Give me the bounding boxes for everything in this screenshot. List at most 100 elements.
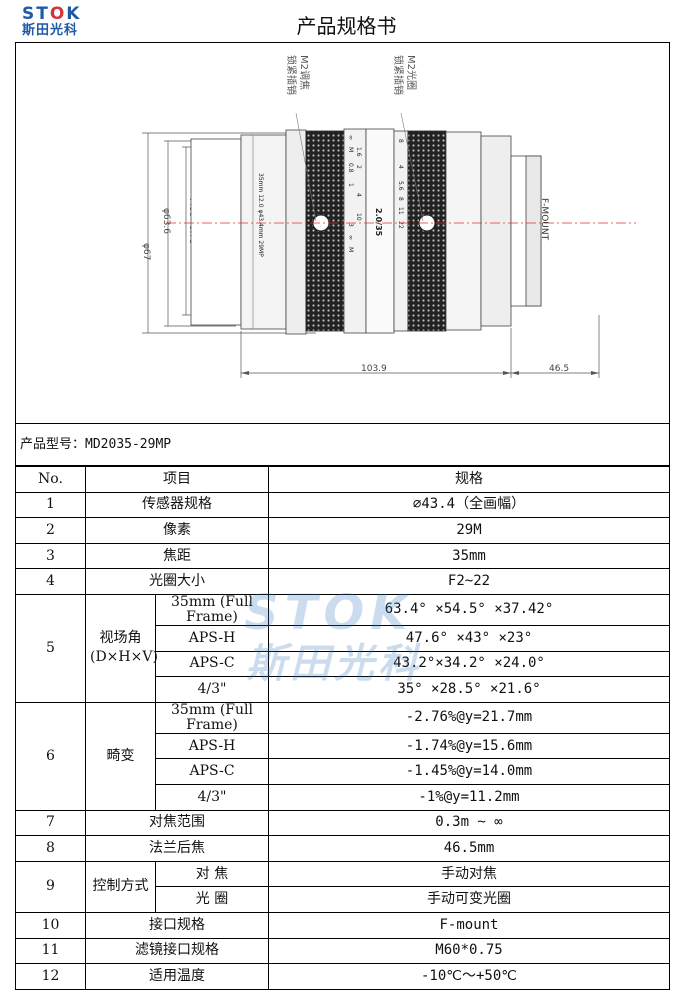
row-spec: ∅43.4（全画幅） [268, 491, 670, 519]
drawing-frame: φ67 φ63.6 M60×0.75 [15, 42, 670, 466]
row-spec: -1.45%@y=14.0mm [268, 758, 670, 785]
row-item: 传感器规格 [85, 491, 269, 519]
row-spec: 手动对焦 [268, 860, 670, 888]
row-spec: F2~22 [268, 568, 670, 595]
row-no: 4 [15, 568, 86, 595]
dim-1039-label: 103.9 [361, 364, 387, 374]
iris-scale: 8 4 5.6 8 11 22 [397, 139, 404, 229]
m2-iris-sublabel: 锁紧插销 [392, 55, 405, 95]
table-row: 8 法兰后焦 46.5mm [15, 835, 670, 862]
row-sub: APS-C [155, 650, 269, 678]
row-no: 8 [15, 835, 86, 862]
row-no: 1 [15, 491, 86, 519]
table-row: 5 视场角(D×H×V) 35mm (Full Frame) 63.4° ×54… [15, 593, 670, 703]
table-row: APS-C 43.2°×34.2° ×24.0° [16, 650, 670, 678]
header-spec: 规格 [268, 466, 670, 493]
row-item: 接口规格 [85, 911, 269, 939]
header-item: 项目 [85, 466, 269, 493]
m2-focus-label: M2调焦 [298, 55, 311, 90]
focus-scale-5: ∞ [347, 235, 354, 240]
row-sub: 光 圈 [155, 886, 269, 913]
row-item: 法兰后焦 [85, 835, 269, 862]
row-spec: 46.5mm [268, 835, 670, 862]
row-item: 像素 [85, 517, 269, 544]
focus-scale-1: M [347, 147, 354, 152]
table-row: 2 像素 29M [15, 517, 670, 544]
focus-scale-ft-0: 1.6 [355, 147, 362, 157]
table-row: APS-H 47.6° ×43° ×23° [16, 624, 670, 652]
focus-scale: ∞ M 0.8 1 3 ∞ M 1.6 2 4 10 [347, 135, 362, 252]
row-spec: -1.74%@y=15.6mm [268, 732, 670, 760]
table-row: 3 焦距 35mm [15, 542, 670, 570]
aperture-label: 2.0/35 [374, 208, 383, 237]
logo-wordmark: STOK [22, 4, 82, 24]
table-row: 1 传感器规格 ∅43.4（全画幅） [15, 491, 670, 519]
table-row: APS-H -1.74%@y=15.6mm [16, 732, 670, 760]
row-no: 11 [15, 937, 86, 965]
row-spec: M60*0.75 [268, 937, 670, 965]
row-sub: 4/3" [155, 783, 269, 811]
row-sub: APS-H [155, 732, 269, 760]
row-item: 光圈大小 [85, 568, 269, 595]
focus-scale-ft-2: 4 [355, 193, 362, 197]
row-item: 滤镜接口规格 [85, 937, 269, 965]
row-no: 10 [15, 911, 86, 939]
table-row: 4/3" -1%@y=11.2mm [16, 783, 670, 811]
iris-scale-4: 11 [397, 207, 404, 215]
row-spec: -1%@y=11.2mm [268, 783, 670, 811]
iris-scale-5: 22 [397, 221, 404, 229]
dim-67-label: φ67 [141, 243, 151, 260]
row-spec: -10℃～+50℃ [268, 963, 670, 990]
dim-636-label: φ63.6 [161, 208, 171, 234]
company-logo: STOK 斯田光科 [22, 6, 88, 42]
model-label: 产品型号： [20, 437, 86, 452]
focus-scale-6: M [347, 247, 354, 252]
iris-scale-1: 4 [397, 165, 404, 169]
row-sub: APS-C [155, 758, 269, 785]
focus-scale-3: 1 [347, 183, 354, 187]
lens-technical-drawing: φ67 φ63.6 M60×0.75 [16, 43, 669, 424]
row-no: 2 [15, 517, 86, 544]
table-row: 10 接口规格 F-mount [15, 911, 670, 939]
row-no: 7 [15, 809, 86, 837]
table-row: 4/3" 35° ×28.5° ×21.6° [16, 676, 670, 703]
row-no: 12 [15, 963, 86, 990]
iris-scale-0: 8 [397, 139, 404, 143]
iris-scale-2: 5.6 [397, 181, 404, 191]
m2-iris-label: M2光圈 [405, 55, 418, 90]
focus-scale-ft-1: 2 [355, 165, 362, 169]
row-item: 视场角(D×H×V) [85, 593, 158, 703]
barrel-spec-text: 35mm 12.0 φ43.4mm 29MP [257, 173, 264, 257]
row-item: 焦距 [85, 542, 269, 570]
spec-table: No. 项目 规格 1 传感器规格 ∅43.4（全画幅） 2 像素 29M 3 … [15, 466, 670, 990]
lens-drawing-svg: φ67 φ63.6 M60×0.75 [141, 55, 636, 378]
table-header-row: No. 项目 规格 [15, 466, 670, 493]
header-no: No. [15, 466, 86, 493]
logo-chinese-name: 斯田光科 [22, 23, 79, 38]
row-sub: APS-H [155, 624, 269, 652]
row-no: 5 [15, 593, 86, 703]
row-no: 9 [15, 860, 86, 913]
row-spec: 47.6° ×43° ×23° [268, 624, 670, 652]
focus-scale-ft-3: 10 [355, 213, 362, 221]
row-sub: 4/3" [155, 676, 269, 703]
row-item: 控制方式 [85, 860, 156, 913]
focus-scale-2: 0.8 [347, 163, 354, 173]
table-row: 6 畸变 35mm (Full Frame) -2.76%@y=21.7mm [15, 701, 670, 811]
row-item: 畸变 [85, 701, 156, 811]
table-row: 7 对焦范围 0.3m ~ ∞ [15, 809, 670, 837]
focus-scale-0: ∞ [347, 135, 354, 140]
product-model: 产品型号：MD2035-29MP [20, 433, 171, 452]
row-spec: 35° ×28.5° ×21.6° [268, 676, 670, 703]
row-spec: 29M [268, 517, 670, 544]
row-spec: F-mount [268, 911, 670, 939]
row-spec: 43.2°×34.2° ×24.0° [268, 650, 670, 678]
row-sub: 对 焦 [155, 860, 269, 888]
table-row: 11 滤镜接口规格 M60*0.75 [15, 937, 670, 965]
row-sub: 35mm (Full Frame) [155, 701, 269, 734]
row-no: 3 [15, 542, 86, 570]
page-title: 产品规格书 [296, 14, 397, 38]
row-spec: 63.4° ×54.5° ×37.42° [268, 593, 670, 626]
row-spec: -2.76%@y=21.7mm [268, 701, 670, 734]
model-value: MD2035-29MP [85, 437, 172, 452]
